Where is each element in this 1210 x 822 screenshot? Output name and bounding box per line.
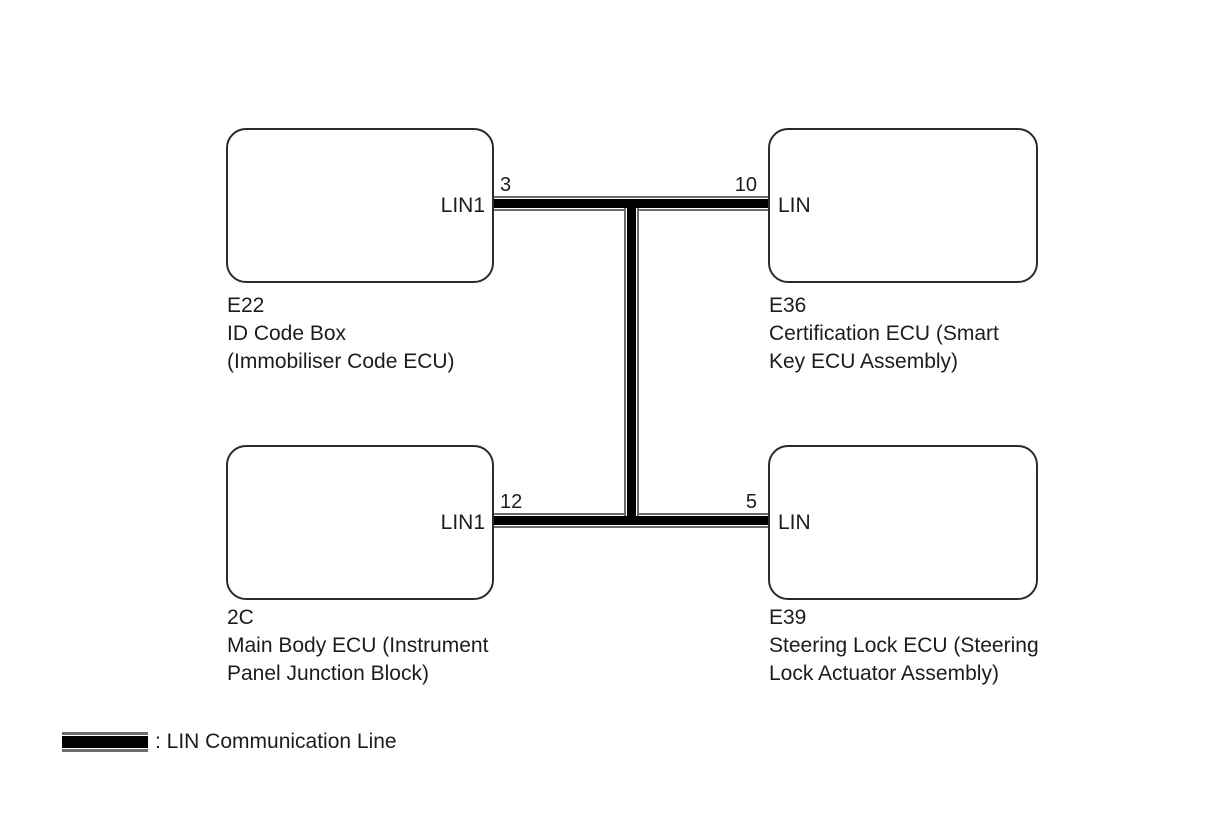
ecu-box-e22: LIN1 <box>226 128 494 283</box>
ecu-box-e36: LIN <box>768 128 1038 283</box>
lin-line-bottom <box>494 513 768 528</box>
node-code: 2C <box>227 606 254 629</box>
node-name-line: Steering Lock ECU (Steering <box>769 634 1039 657</box>
node-name-line: Key ECU Assembly) <box>769 350 959 373</box>
legend-label: : LIN Communication Line <box>155 730 397 753</box>
pin-number-10: 10 <box>734 174 757 196</box>
ecu-box-2c: LIN1 <box>226 445 494 600</box>
node-2c: LIN1 12 2C Main Body ECU (Instrument Pan… <box>226 445 522 685</box>
node-caption-e39: E39 Steering Lock ECU (Steering Lock Act… <box>769 604 1109 688</box>
legend: : LIN Communication Line <box>62 731 397 753</box>
lin-line-swatch-icon <box>62 732 148 752</box>
node-e36: LIN 10 E36 Certification ECU (Smart Key … <box>735 128 1038 373</box>
node-name-line: Lock Actuator Assembly) <box>769 662 999 685</box>
node-caption-e36: E36 Certification ECU (Smart Key ECU Ass… <box>769 292 1109 376</box>
node-code: E39 <box>769 606 807 629</box>
lin-line-trunk <box>624 208 639 516</box>
node-caption-e22: E22 ID Code Box (Immobiliser Code ECU) <box>227 292 567 376</box>
pin-number-3: 3 <box>500 174 512 196</box>
node-caption-2c: 2C Main Body ECU (Instrument Panel Junct… <box>227 604 567 688</box>
port-label-lin: LIN <box>778 511 811 534</box>
port-label-lin1: LIN1 <box>440 194 485 217</box>
node-name-line: ID Code Box <box>227 322 347 345</box>
pin-number-5: 5 <box>745 491 757 513</box>
node-name-line: (Immobiliser Code ECU) <box>227 350 455 373</box>
lin-line-top <box>494 196 768 211</box>
node-e39: LIN 5 E39 Steering Lock ECU (Steering Lo… <box>746 445 1039 685</box>
node-name-line: Panel Junction Block) <box>227 662 429 685</box>
node-e22: LIN1 3 E22 ID Code Box (Immobiliser Code… <box>226 128 511 373</box>
node-name-line: Main Body ECU (Instrument <box>227 634 489 657</box>
port-label-lin: LIN <box>778 194 811 217</box>
pin-number-12: 12 <box>500 491 523 513</box>
node-code: E36 <box>769 294 807 317</box>
ecu-box-e39: LIN <box>768 445 1038 600</box>
node-code: E22 <box>227 294 265 317</box>
port-label-lin1: LIN1 <box>440 511 485 534</box>
node-name-line: Certification ECU (Smart <box>769 322 999 345</box>
